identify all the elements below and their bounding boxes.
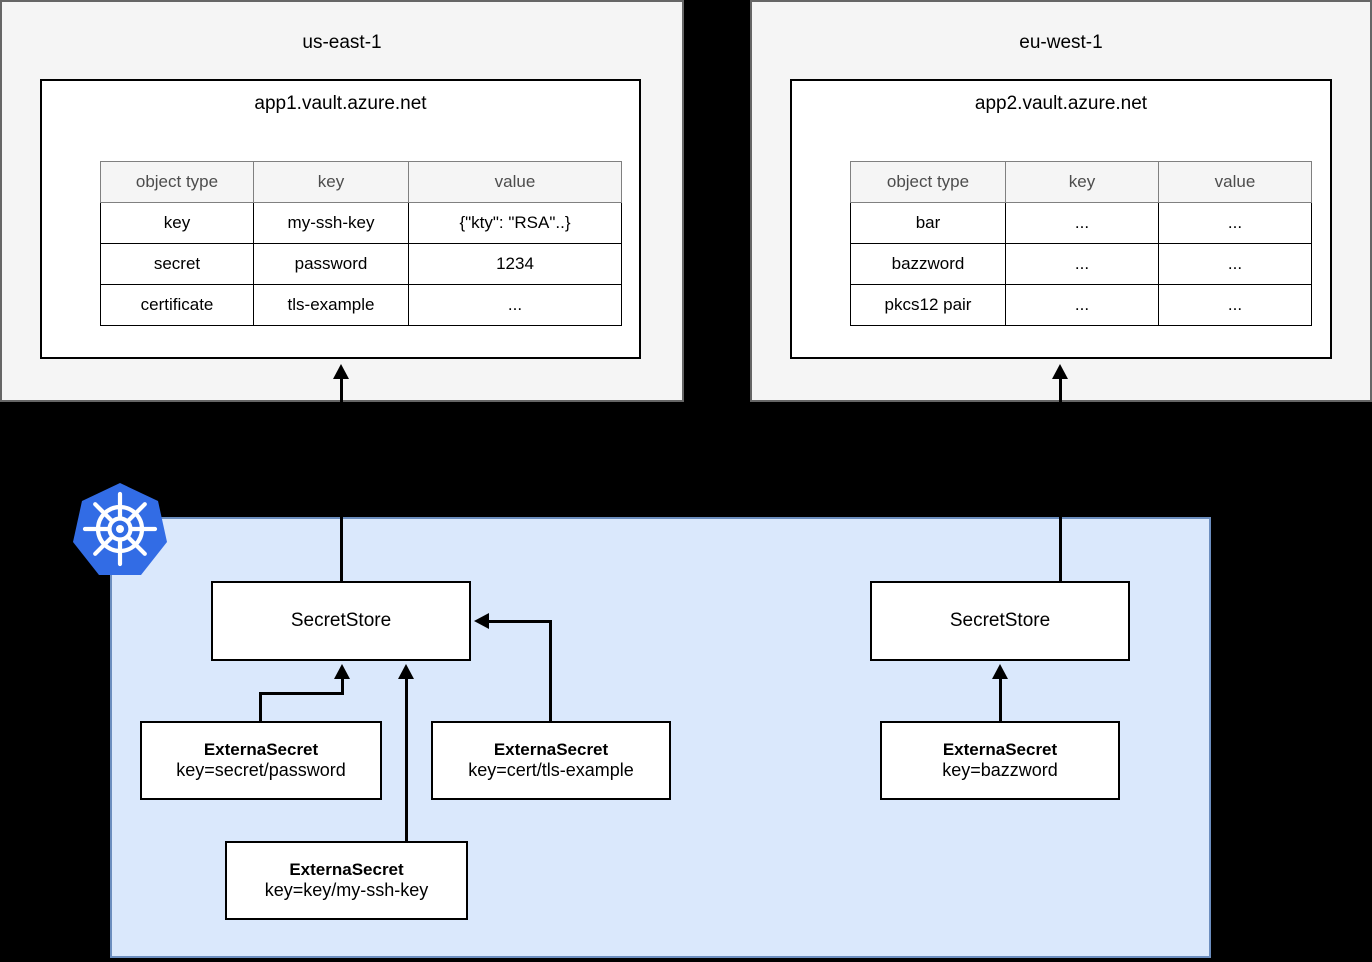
vault-title: app2.vault.azure.net <box>974 93 1148 114</box>
region-title: eu-west-1 <box>1019 32 1103 53</box>
column-header-object-type: object type <box>100 161 254 203</box>
secretstore-label: SecretStore <box>290 610 392 632</box>
cell-object-type: key <box>100 202 254 244</box>
cell-value: ... <box>1158 202 1312 244</box>
secretstore-box-left[interactable]: SecretStore <box>211 581 471 661</box>
externalsecret-box-secret-password[interactable]: ExternaSecret key=secret/password <box>140 721 382 800</box>
column-header-object-type: object type <box>850 161 1006 203</box>
column-header-value: value <box>1158 161 1312 203</box>
arrow-to-vault-app2 <box>1052 364 1068 379</box>
externalsecret-title: ExternaSecret <box>203 740 319 760</box>
arrow-es1-to-secretstore <box>334 664 350 679</box>
arrow-es3-to-secretstore <box>398 664 414 679</box>
cell-key: password <box>253 243 409 285</box>
connector-es4-vertical <box>999 678 1002 722</box>
externalsecret-title: ExternaSecret <box>493 740 609 760</box>
vault-table-app2: object type key value bar ... ... bazzwo… <box>850 161 1312 326</box>
connector-secretstore-right-to-vault <box>1059 378 1062 581</box>
externalsecret-detail: key=key/my-ssh-key <box>264 879 429 900</box>
column-header-key: key <box>1005 161 1159 203</box>
vault-title: app1.vault.azure.net <box>254 93 427 114</box>
cell-value: 1234 <box>408 243 622 285</box>
table-row: bazzword ... ... <box>850 243 1312 285</box>
cell-object-type: bazzword <box>850 243 1006 285</box>
connector-es1-vertical-upper <box>341 678 344 694</box>
connector-es1-vertical-lower <box>259 692 262 722</box>
vault-table-app1: object type key value key my-ssh-key {"k… <box>100 161 622 326</box>
connector-es2-vertical <box>549 620 552 722</box>
secretstore-box-right[interactable]: SecretStore <box>870 581 1130 661</box>
table-header-row: object type key value <box>850 161 1312 203</box>
column-header-value: value <box>408 161 622 203</box>
table-row: secret password 1234 <box>100 243 622 285</box>
cell-key: ... <box>1005 243 1159 285</box>
cell-object-type: certificate <box>100 284 254 326</box>
arrow-es2-to-secretstore <box>474 613 489 629</box>
cell-key: tls-example <box>253 284 409 326</box>
cell-value: ... <box>408 284 622 326</box>
arrow-to-vault-app1 <box>333 364 349 379</box>
cell-key: my-ssh-key <box>253 202 409 244</box>
connector-es1-horizontal <box>259 692 344 695</box>
cell-value: ... <box>1158 284 1312 326</box>
externalsecret-detail: key=bazzword <box>942 759 1058 780</box>
cell-value: ... <box>1158 243 1312 285</box>
externalsecret-detail: key=secret/password <box>176 759 346 780</box>
connector-es2-horizontal <box>489 620 552 623</box>
cell-object-type: bar <box>850 202 1006 244</box>
table-header-row: object type key value <box>100 161 622 203</box>
externalsecret-title: ExternaSecret <box>289 860 404 880</box>
externalsecret-title: ExternaSecret <box>942 740 1058 760</box>
cell-key: ... <box>1005 202 1159 244</box>
table-row: certificate tls-example ... <box>100 284 622 326</box>
cell-object-type: secret <box>100 243 254 285</box>
region-title: us-east-1 <box>302 32 382 53</box>
kubernetes-helm-icon <box>73 483 167 575</box>
table-row: bar ... ... <box>850 202 1312 244</box>
connector-secretstore-left-to-vault <box>340 378 343 581</box>
table-row: key my-ssh-key {"kty": "RSA"..} <box>100 202 622 244</box>
externalsecret-box-key-my-ssh-key[interactable]: ExternaSecret key=key/my-ssh-key <box>225 841 468 920</box>
externalsecret-box-bazzword[interactable]: ExternaSecret key=bazzword <box>880 721 1120 800</box>
column-header-key: key <box>253 161 409 203</box>
table-row: pkcs12 pair ... ... <box>850 284 1312 326</box>
arrow-es4-to-secretstore <box>992 664 1008 679</box>
externalsecret-box-cert-tls-example[interactable]: ExternaSecret key=cert/tls-example <box>431 721 671 800</box>
kubernetes-logo <box>70 482 170 578</box>
secretstore-label: SecretStore <box>949 610 1051 632</box>
cell-value: {"kty": "RSA"..} <box>408 202 622 244</box>
connector-es3-vertical <box>405 678 408 842</box>
cell-key: ... <box>1005 284 1159 326</box>
externalsecret-detail: key=cert/tls-example <box>468 759 634 780</box>
cell-object-type: pkcs12 pair <box>850 284 1006 326</box>
